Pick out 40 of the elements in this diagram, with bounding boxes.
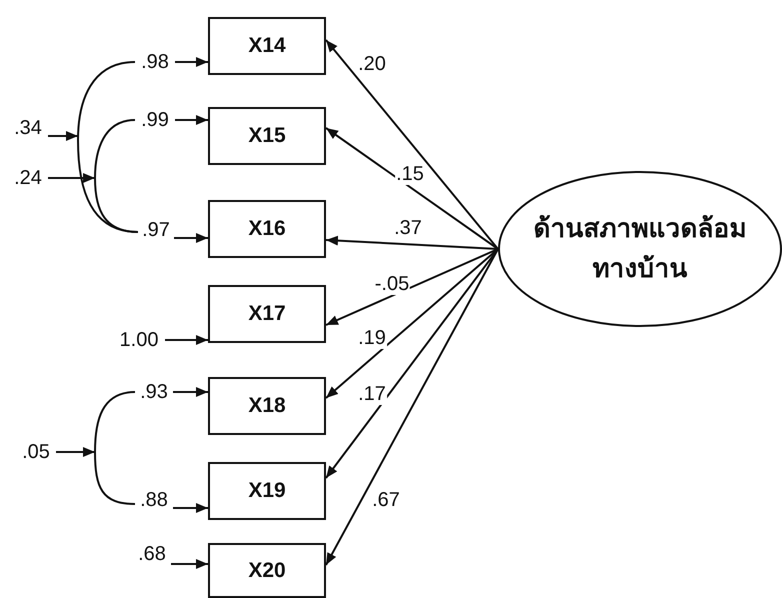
arrow <box>173 503 208 513</box>
latent-variable-ellipse <box>498 171 782 327</box>
error-value: .68 <box>133 542 171 566</box>
variable-box: X20 <box>208 543 326 598</box>
arrow <box>175 115 208 125</box>
arrow <box>174 233 208 243</box>
error-value: .88 <box>135 488 173 512</box>
error-value: 1.00 <box>113 328 165 352</box>
variable-box: X17 <box>208 285 326 343</box>
arrow <box>325 39 499 250</box>
variable-box: X19 <box>208 462 326 520</box>
edge-label: .15 <box>395 163 425 185</box>
error-value: .98 <box>135 50 175 74</box>
arrow <box>326 248 498 326</box>
arrow <box>171 559 208 569</box>
variable-box: X18 <box>208 377 326 435</box>
variable-box: X14 <box>208 17 326 75</box>
latent-variable-label: ด้านสภาพแวดล้อมทางบ้าน <box>532 213 748 286</box>
arrow <box>48 173 95 183</box>
error-value: .99 <box>135 108 175 132</box>
edge-label: -.05 <box>374 273 410 295</box>
arrow <box>48 131 78 141</box>
correlation-value: .34 <box>8 116 48 140</box>
correlation-value: .05 <box>16 440 56 464</box>
arrow <box>173 387 208 397</box>
correlation-value: .24 <box>8 166 48 190</box>
arrow <box>175 57 208 67</box>
arrow <box>165 335 208 345</box>
arrow <box>325 127 499 250</box>
curved-line <box>94 119 138 233</box>
error-value: .93 <box>135 380 173 404</box>
error-value: .97 <box>138 218 174 242</box>
edge-label: .17 <box>357 383 387 405</box>
arrow <box>56 447 95 457</box>
arrow <box>326 236 498 250</box>
variable-box: X15 <box>208 107 326 165</box>
arrow <box>325 248 499 566</box>
edge-label: .19 <box>357 327 387 349</box>
variable-box: X16 <box>208 200 326 258</box>
curved-line <box>94 391 136 505</box>
